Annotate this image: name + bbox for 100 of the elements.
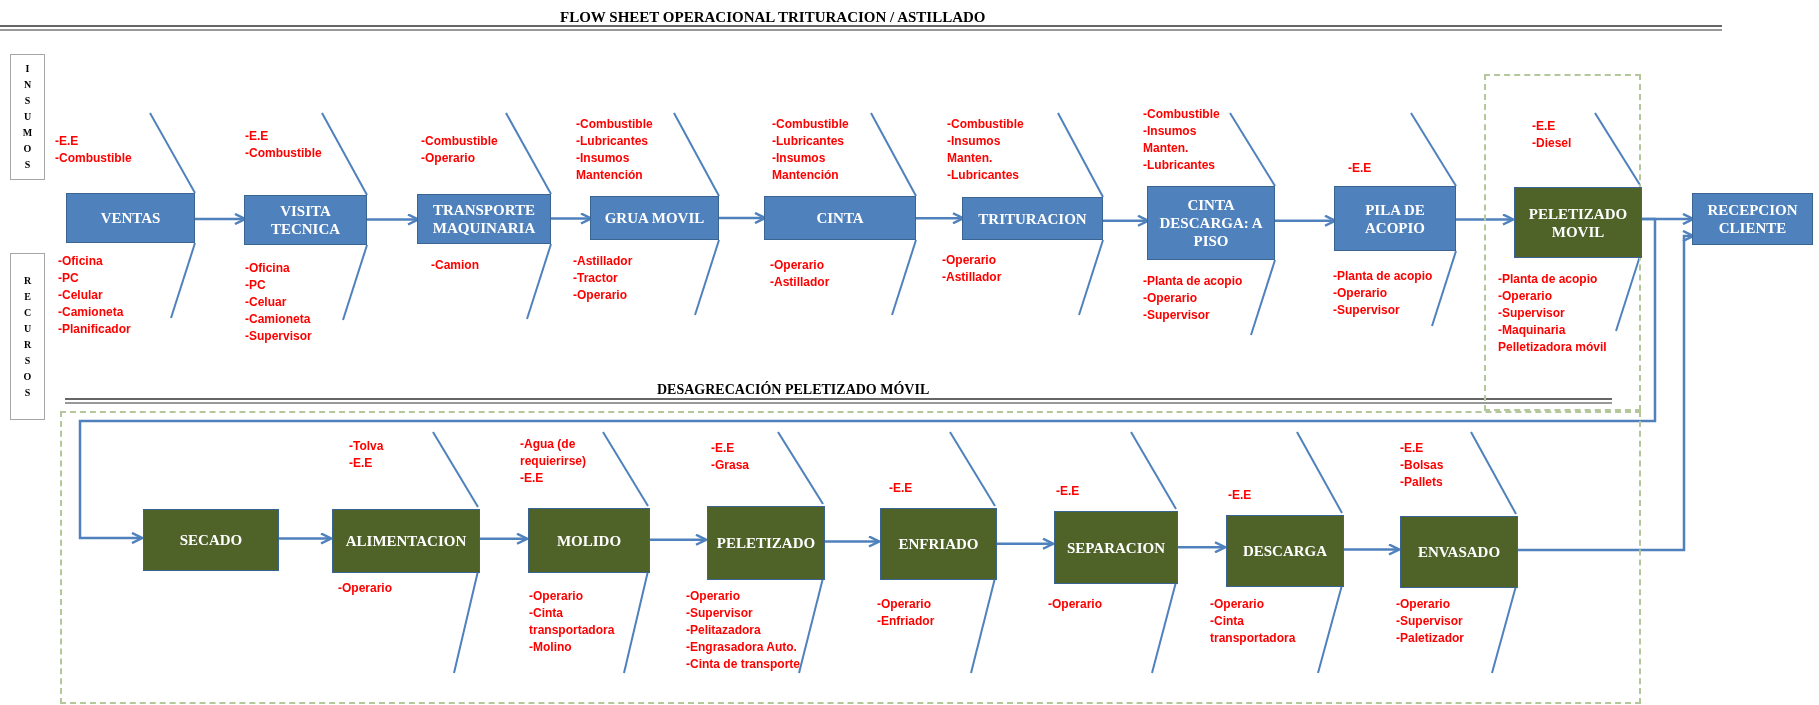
resource-item: -Operario — [1210, 596, 1265, 613]
process-box: ALIMENTACION — [332, 509, 480, 573]
process-box: PELETIZADO MOVIL — [1514, 187, 1642, 258]
resource-item: -Insumos Mantención — [772, 150, 840, 184]
resource-item: -Insumos Manten. — [947, 133, 1002, 167]
process-box: VENTAS — [66, 193, 195, 243]
resource-item: -PC — [58, 270, 80, 287]
resource-item: -Planta de acopio — [1333, 268, 1434, 285]
resource-item: -E.E — [1228, 487, 1253, 504]
arrow — [478, 532, 529, 545]
resource-item: -Diesel — [1532, 135, 1573, 152]
resource-item: -E.E — [520, 470, 545, 487]
resource-item: -Operario — [1143, 290, 1198, 307]
resource-item: -Oficina — [58, 253, 104, 270]
resource-item: -Planta de acopio — [1498, 271, 1599, 288]
process-box: PILA DE ACOPIO — [1334, 186, 1456, 251]
resource-item: -Camion — [431, 257, 480, 274]
resource-item: -Cinta transportadora — [1210, 613, 1297, 647]
resource-item: -Pallets — [1400, 474, 1444, 491]
resource-item: -Lubricantes — [1143, 157, 1216, 174]
arrow — [823, 535, 881, 548]
resource-item: -Combustible — [772, 116, 850, 133]
resource-item: -Planificador — [58, 321, 132, 338]
resource-item: -Operario — [338, 580, 393, 597]
diagram-title: FLOW SHEET OPERACIONAL TRITURACION / ASTILLADO — [560, 8, 986, 27]
process-box: DESCARGA — [1226, 515, 1344, 587]
resource-item: -Camioneta — [58, 304, 125, 321]
resource-item: -Operario — [1048, 596, 1103, 613]
resource-item: -E.E — [55, 133, 80, 150]
resource-item: -Pelitazadora — [686, 622, 762, 639]
resource-item: -Insumos Manten. — [1143, 123, 1198, 157]
resource-item: -Insumos Mantención — [576, 150, 644, 184]
resource-item: -E.E — [245, 128, 270, 145]
resource-item: -E.E — [1532, 118, 1557, 135]
resource-item: -Bolsas — [1400, 457, 1445, 474]
resource-item: -Celuar — [245, 294, 288, 311]
resource-item: -Maquinaria Pelletizadora móvil — [1498, 322, 1608, 356]
resource-item: -Lubricantes — [576, 133, 649, 150]
process-box: TRITURACION — [962, 197, 1103, 240]
resource-item: -Lubricantes — [772, 133, 845, 150]
resource-item: -PC — [245, 277, 267, 294]
resource-item: -Operario — [686, 588, 741, 605]
resource-item: -Supervisor — [245, 328, 313, 345]
resource-item: -E.E — [1400, 440, 1425, 457]
resource-item: -Camioneta — [245, 311, 312, 328]
resource-item: -E.E — [349, 455, 374, 472]
resource-item: -Combustible — [245, 145, 323, 162]
resource-item: -Combustible — [1143, 106, 1221, 123]
vertical-label: RECURSOS — [22, 273, 33, 400]
resource-item: -Supervisor — [1498, 305, 1566, 322]
resource-item: -Astillador — [770, 274, 831, 291]
process-box: GRUA MOVIL — [590, 196, 719, 240]
process-box: SEPARACION — [1054, 511, 1178, 584]
process-box: ENVASADO — [1400, 516, 1518, 588]
dashed-group-frame — [1484, 74, 1641, 411]
resource-item: -Operario — [421, 150, 476, 167]
resource-item: -Oficina — [245, 260, 291, 277]
resource-item: -Tractor — [573, 270, 619, 287]
resource-item: -Celular — [58, 287, 104, 304]
process-box: SECADO — [143, 509, 279, 571]
resource-item: -Combustible — [947, 116, 1025, 133]
resource-item: -E.E — [1056, 483, 1081, 500]
resource-item: -Operario — [1333, 285, 1388, 302]
resource-item: -Operario — [1498, 288, 1553, 305]
resource-item: -Engrasadora Auto. — [686, 639, 798, 656]
resource-item: -Combustible — [55, 150, 133, 167]
resource-item: -E.E — [1348, 160, 1373, 177]
side-label-box — [10, 54, 45, 180]
resource-item: -Combustible — [421, 133, 499, 150]
resource-item: -Planta de acopio — [1143, 273, 1244, 290]
resource-item: -Operario — [770, 257, 825, 274]
arrow — [1456, 213, 1515, 226]
resource-item: -Agua (de requierirse) — [520, 436, 588, 470]
process-box: VISITA TECNICA — [244, 195, 367, 245]
resource-item: -Grasa — [711, 457, 751, 474]
resource-item: -Paletizador — [1396, 630, 1465, 647]
resource-item: -Enfriador — [877, 613, 936, 630]
arrow — [78, 217, 1657, 545]
arrow — [1176, 541, 1227, 554]
side-label-box — [10, 253, 45, 420]
resource-item: -Molino — [529, 639, 573, 656]
resource-item: -Cinta de transporte — [686, 656, 801, 673]
resource-item: -Operario — [573, 287, 628, 304]
resource-item: -Supervisor — [1396, 613, 1464, 630]
resource-item: -Operario — [529, 588, 584, 605]
arrow — [1342, 543, 1401, 556]
process-box: CINTA DESCARGA: A PISO — [1147, 186, 1275, 260]
process-box: CINTA — [764, 196, 916, 240]
resource-item: -Operario — [1396, 596, 1451, 613]
arrow — [995, 537, 1055, 550]
resource-item: -Tolva — [349, 438, 385, 455]
process-box: ENFRIADO — [880, 508, 997, 580]
resource-item: -E.E — [711, 440, 736, 457]
process-box: PELETIZADO — [707, 506, 825, 580]
resource-item: -E.E — [889, 480, 914, 497]
resource-item: -Operario — [942, 252, 997, 269]
arrow — [277, 532, 333, 545]
process-box: TRANSPORTE MAQUINARIA — [417, 194, 551, 244]
resource-item: -Lubricantes — [947, 167, 1020, 184]
resource-item: -Astillador — [942, 269, 1003, 286]
